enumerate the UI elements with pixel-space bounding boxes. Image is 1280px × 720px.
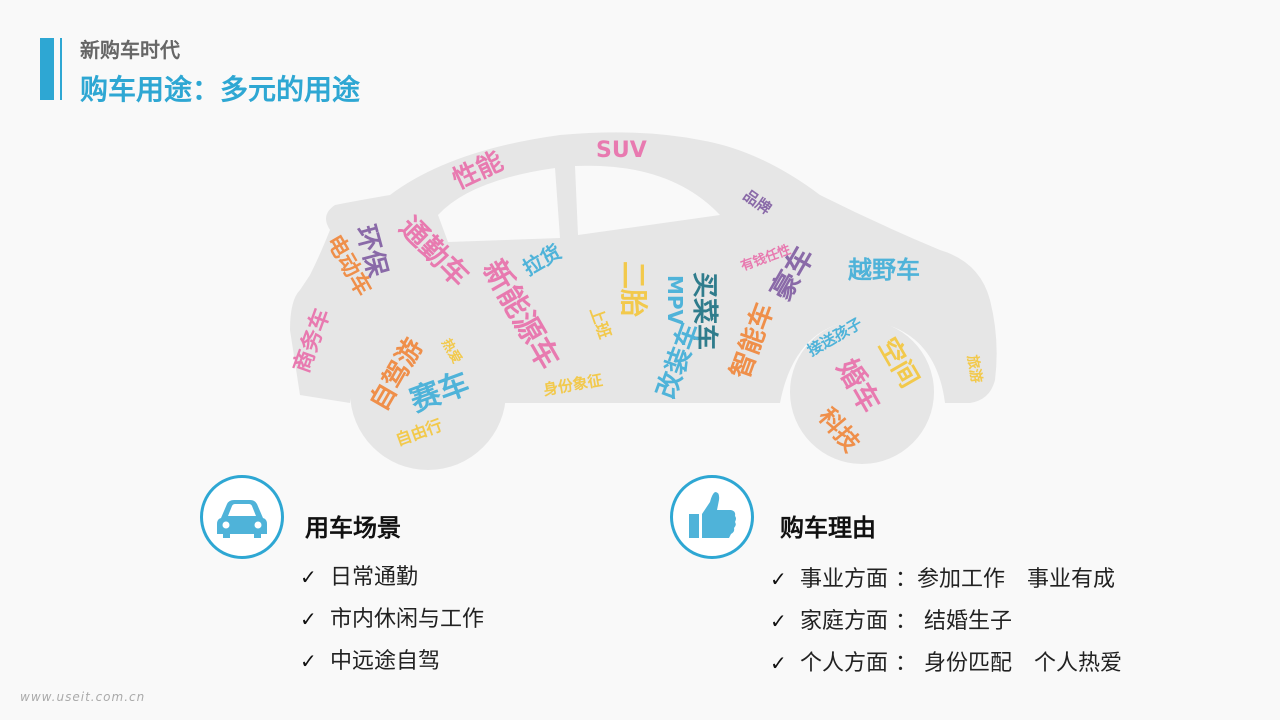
list-item: ✓ 家庭方面 ： 结婚生子 bbox=[770, 600, 1122, 642]
list-item-text: 事业方面 ：参加工作 事业有成 bbox=[800, 567, 1115, 592]
check-icon: ✓ bbox=[770, 651, 787, 675]
purchase-reason-list: ✓ 事业方面 ：参加工作 事业有成 ✓ 家庭方面 ： 结婚生子 ✓ 个人方面 ： 身份… bbox=[770, 558, 1122, 684]
check-icon: ✓ bbox=[300, 649, 317, 673]
title-accent-bar bbox=[40, 38, 54, 100]
cloud-word: MPV bbox=[663, 274, 688, 326]
right-section-title: 购车理由 bbox=[780, 514, 876, 542]
page-title: 购车用途：多元的用途 bbox=[80, 73, 361, 106]
check-icon: ✓ bbox=[770, 609, 787, 633]
page-subtitle: 新购车时代 bbox=[80, 38, 180, 62]
list-item-text: 中远途自驾 bbox=[330, 649, 441, 674]
list-item: ✓ 个人方面 ： 身份匹配 个人热爱 bbox=[770, 642, 1122, 684]
list-item-text: 家庭方面 ： 结婚生子 bbox=[800, 609, 1012, 634]
check-icon: ✓ bbox=[300, 565, 317, 589]
car-icon bbox=[200, 475, 284, 559]
left-section-title: 用车场景 bbox=[305, 514, 401, 542]
usage-scenario-list: ✓ 日常通勤 ✓ 市内休闲与工作 ✓ 中远途自驾 bbox=[300, 556, 484, 682]
thumbs-up-icon bbox=[670, 475, 754, 559]
list-item: ✓ 事业方面 ：参加工作 事业有成 bbox=[770, 558, 1122, 600]
list-item-text: 个人方面 ： 身份匹配 个人热爱 bbox=[800, 651, 1122, 676]
title-accent-line bbox=[60, 38, 62, 100]
watermark: www.useit.com.cn bbox=[20, 690, 146, 704]
check-icon: ✓ bbox=[770, 567, 787, 591]
list-item: ✓ 中远途自驾 bbox=[300, 640, 484, 682]
cloud-word: 二胎 bbox=[617, 260, 651, 318]
cloud-word: 越野车 bbox=[848, 256, 920, 284]
check-icon: ✓ bbox=[300, 607, 317, 631]
list-item-text: 日常通勤 bbox=[330, 565, 419, 590]
list-item: ✓ 市内休闲与工作 bbox=[300, 598, 484, 640]
list-item: ✓ 日常通勤 bbox=[300, 556, 484, 598]
list-item-text: 市内休闲与工作 bbox=[330, 607, 485, 632]
cloud-word: SUV bbox=[596, 138, 647, 163]
